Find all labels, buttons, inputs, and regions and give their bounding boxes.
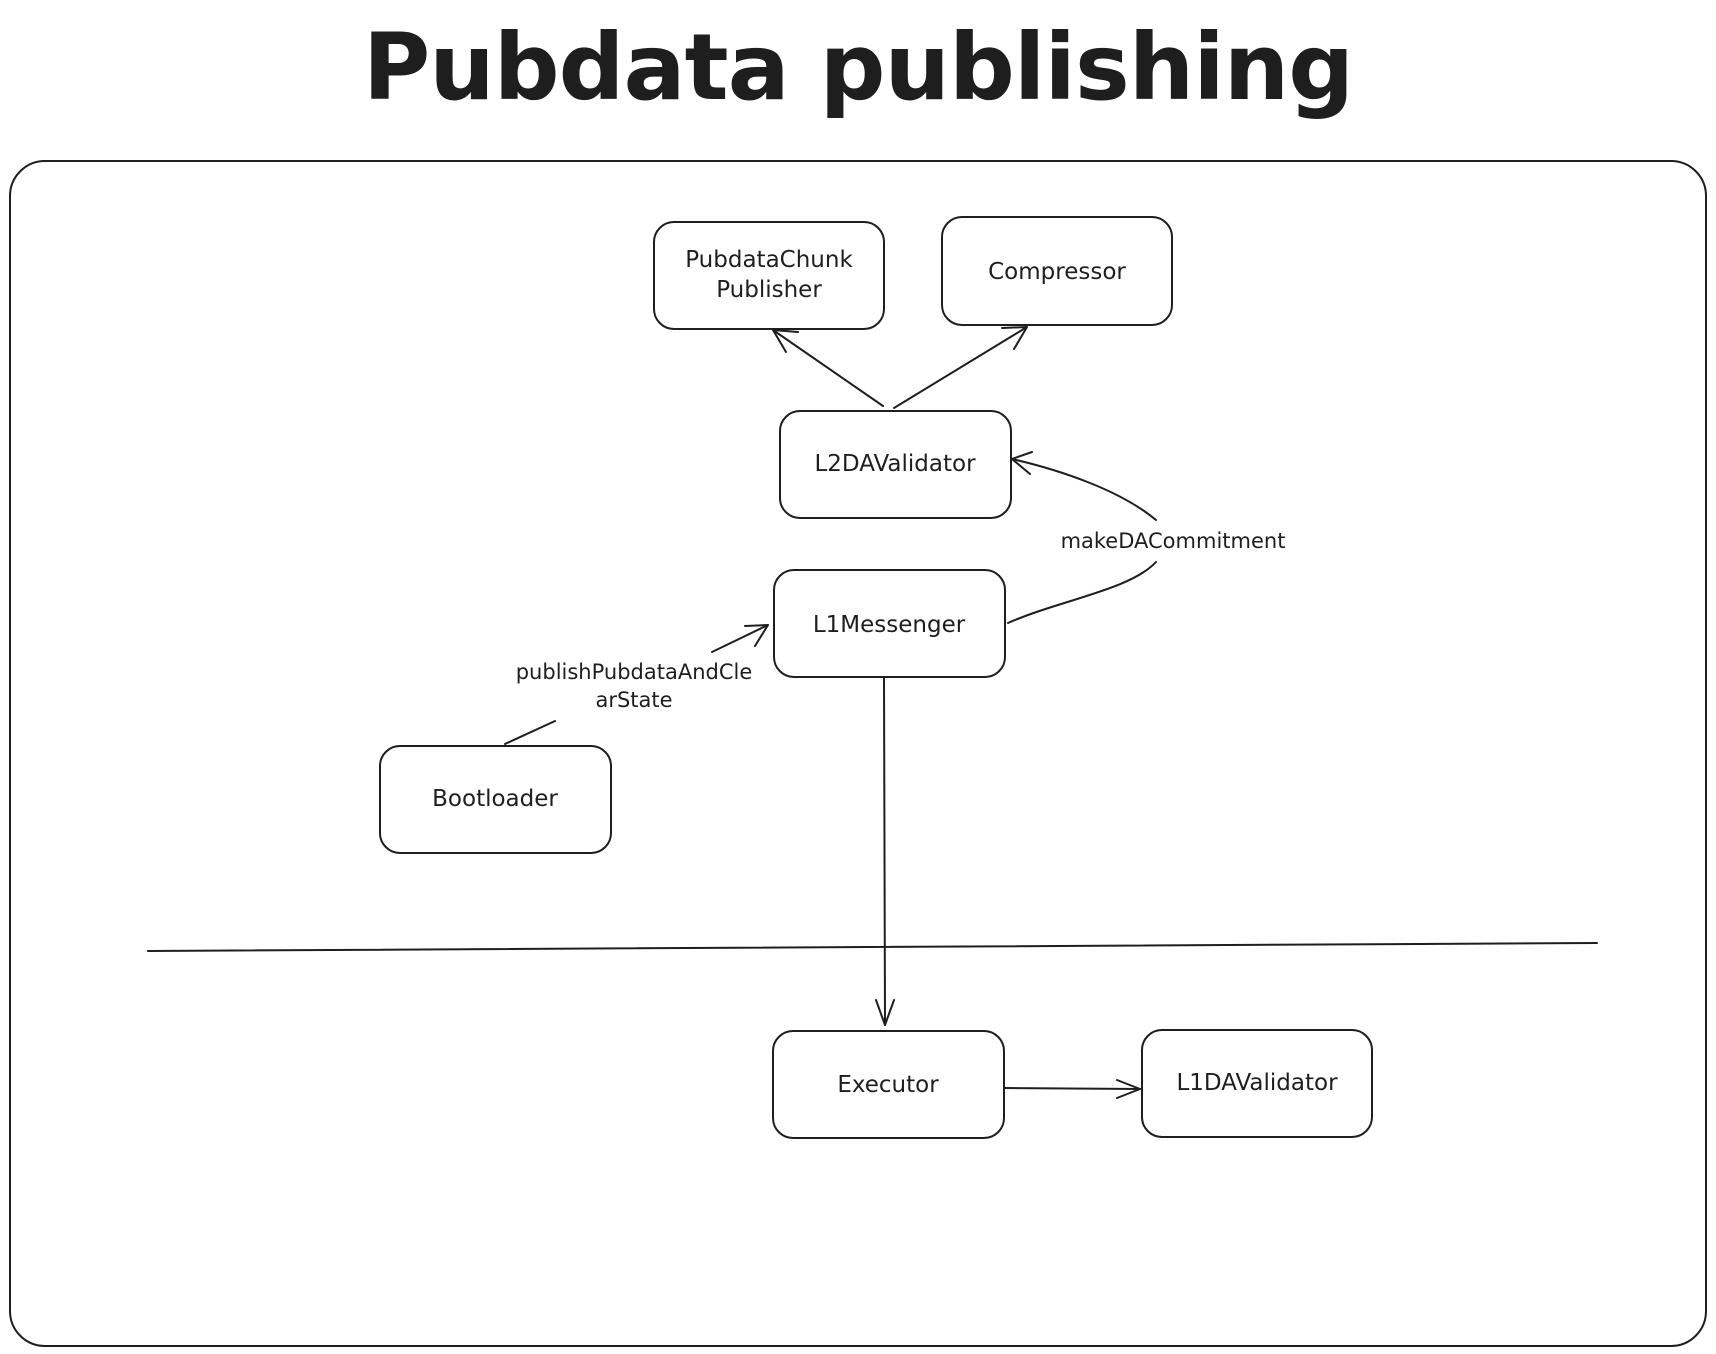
edge-l1messenger-to-l2davalidator	[1007, 561, 1157, 624]
node-compressor-label: Compressor	[988, 259, 1126, 285]
node-bootloader-label: Bootloader	[432, 786, 558, 812]
arrowhead-l1messenger	[744, 624, 769, 647]
edge-l1messenger-to-executor	[883, 677, 886, 1026]
edge-label-publish-pubdata-line2: arState	[595, 688, 672, 712]
node-l1messenger[interactable]: L1Messenger	[773, 569, 1006, 678]
node-bootloader[interactable]: Bootloader	[379, 745, 612, 854]
edge-bootloader-to-l1messenger-lower	[504, 720, 556, 745]
node-l2davalidator[interactable]: L2DAValidator	[779, 410, 1012, 519]
node-pubdatachunk-publisher-label-line1: PubdataChunk	[685, 247, 853, 273]
node-l1davalidator-label: L1DAValidator	[1176, 1070, 1338, 1096]
arrowhead-l1davalidator	[1116, 1079, 1141, 1099]
node-compressor[interactable]: Compressor	[941, 216, 1173, 326]
edge-bootloader-to-l1messenger-upper	[711, 624, 769, 653]
node-pubdatachunk-publisher[interactable]: PubdataChunk Publisher	[653, 221, 885, 330]
node-l1davalidator[interactable]: L1DAValidator	[1141, 1029, 1373, 1138]
arrowhead-pubdatachunkpublisher	[772, 329, 799, 353]
edge-label-make-da-commitment: makeDACommitment	[1061, 529, 1286, 553]
edge-l2davalidator-to-pubdatachunkpublisher	[772, 329, 884, 407]
node-executor[interactable]: Executor	[772, 1030, 1005, 1139]
edge-l2davalidator-to-compressor	[893, 326, 1028, 409]
node-l1messenger-label: L1Messenger	[813, 612, 966, 638]
edge-executor-to-l1davalidator	[1003, 1087, 1141, 1090]
node-l2davalidator-label: L2DAValidator	[814, 451, 976, 477]
edge-label-publish-pubdata-line1: publishPubdataAndCle	[516, 660, 753, 684]
arrowhead-l2davalidator	[1011, 451, 1033, 475]
node-pubdatachunk-publisher-label-line2: Publisher	[716, 277, 822, 303]
edge-l1messenger-to-l2davalidator-upper	[1011, 458, 1157, 521]
page-title: Pubdata publishing	[362, 14, 1354, 121]
l2-l1-divider	[147, 942, 1598, 952]
arrowhead-executor	[875, 999, 895, 1026]
arrowhead-compressor	[1001, 326, 1028, 350]
diagram-frame	[9, 160, 1707, 1347]
node-executor-label: Executor	[837, 1072, 939, 1098]
